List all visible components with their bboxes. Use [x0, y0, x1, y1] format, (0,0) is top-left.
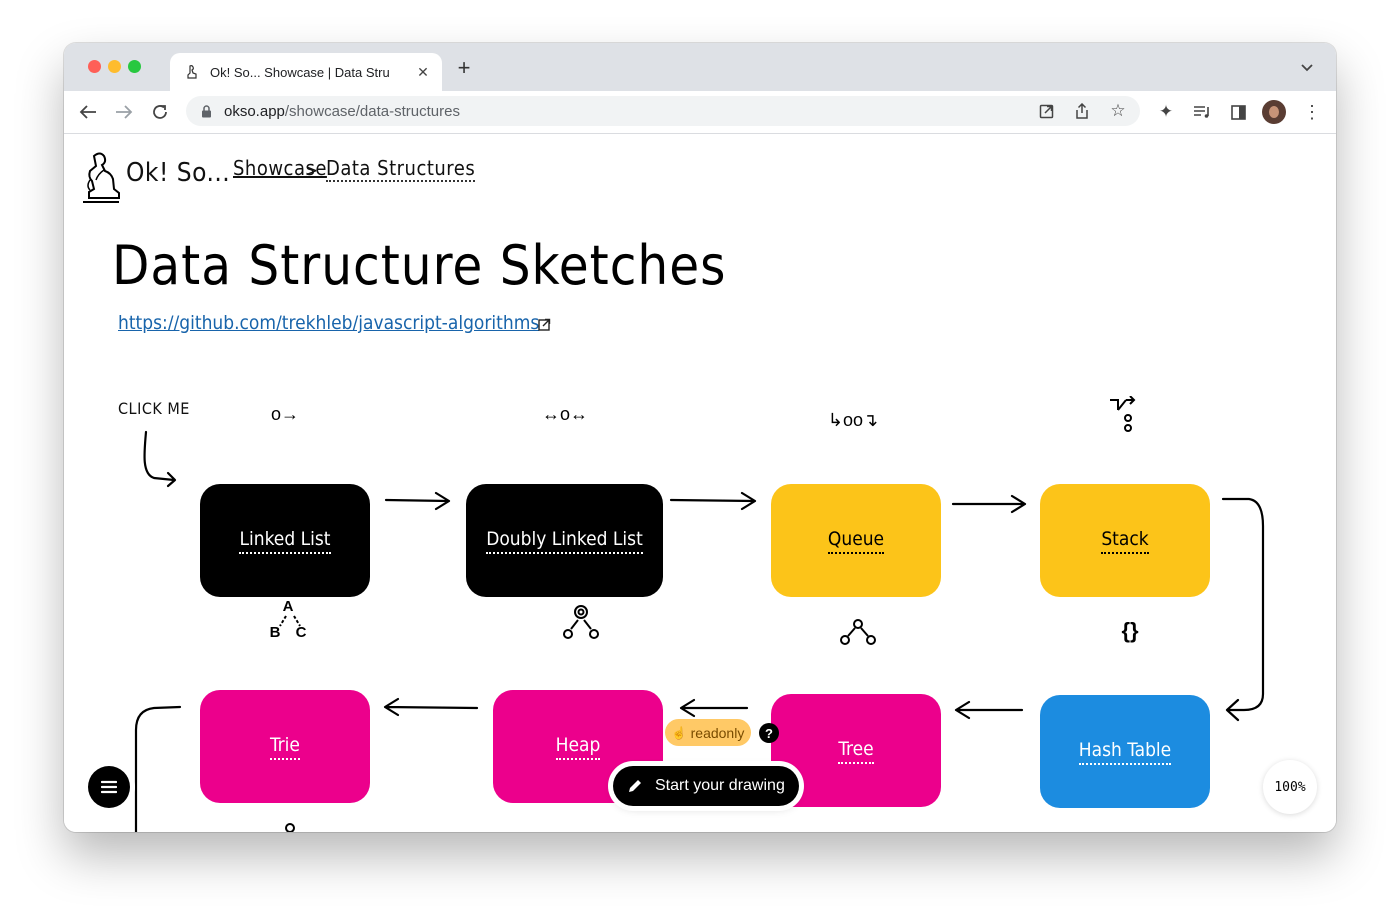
hash-table-symbol: {}: [1121, 618, 1139, 643]
arrow-trie-to-next: [134, 705, 182, 832]
trie-symbol-left: B: [269, 624, 281, 641]
click-me-arrow: [143, 430, 177, 488]
page-title: Data Structure Sketches: [112, 234, 727, 297]
browser-toolbar: okso.app/showcase/data-structures ☆ ✦ ⋮: [64, 91, 1336, 134]
breadcrumb-separator: >: [305, 161, 319, 181]
arrow-linkedlist-to-doubly: [384, 491, 451, 511]
share-icon[interactable]: [1074, 103, 1090, 119]
favicon-thinker-icon: [187, 65, 197, 79]
node-hash-table[interactable]: Hash Table: [1040, 695, 1210, 808]
hand-pointer-icon: ☝: [671, 725, 687, 740]
node-doubly-linked-list[interactable]: Doubly Linked List: [466, 484, 663, 597]
node-linked-list[interactable]: Linked List: [200, 484, 370, 597]
queue-symbol: ↳oo↴: [827, 410, 879, 430]
extensions-icon[interactable]: ✦: [1158, 102, 1174, 121]
media-control-icon[interactable]: [1192, 102, 1212, 122]
arrow-hashtable-to-tree: [954, 700, 1024, 720]
node-hash-table-label: Hash Table: [1078, 739, 1172, 765]
page-content: Ok! So... Showcase > Data Structures Dat…: [64, 134, 1336, 832]
address-bar[interactable]: okso.app/showcase/data-structures ☆: [186, 96, 1140, 126]
tab-search-chevron-icon[interactable]: [1300, 61, 1314, 75]
help-button[interactable]: ?: [759, 723, 779, 743]
node-linked-list-label: Linked List: [239, 528, 331, 554]
arrow-heap-to-trie: [383, 697, 479, 717]
click-me-hint: click me: [118, 399, 190, 418]
close-tab-icon[interactable]: ✕: [417, 63, 429, 80]
url-path: /showcase/data-structures: [284, 103, 460, 120]
browser-tab[interactable]: Ok! So... Showcase | Data Stru ✕: [170, 53, 442, 91]
zoom-level-button[interactable]: 100%: [1263, 760, 1317, 814]
breadcrumb-current: Data Structures: [326, 156, 476, 182]
menu-button[interactable]: [88, 766, 130, 808]
readonly-label: readonly: [690, 724, 745, 741]
new-tab-icon[interactable]: +: [457, 55, 471, 80]
reload-icon[interactable]: [150, 102, 170, 122]
bookmark-star-icon[interactable]: ☆: [1110, 101, 1126, 120]
url-host: okso.app: [224, 103, 285, 120]
external-link-icon[interactable]: [538, 318, 551, 331]
browser-menu-icon[interactable]: ⋮: [1303, 101, 1321, 122]
arrow-stack-to-hashtable: [1221, 497, 1265, 722]
trie-branches: [279, 615, 301, 627]
node-trie-label: Trie: [270, 734, 300, 760]
tab-title: Ok! So... Showcase | Data Stru: [210, 65, 390, 80]
flow-arrows: [134, 430, 1265, 832]
logo-text[interactable]: Ok! So...: [126, 158, 231, 188]
avatar-face: [1269, 106, 1279, 118]
heap-icon: [563, 605, 599, 639]
minimize-window-button[interactable]: [108, 60, 121, 73]
readonly-badge[interactable]: ☝ readonly: [665, 719, 751, 746]
node-tree[interactable]: Tree: [771, 694, 941, 807]
arrow-doubly-to-queue: [669, 491, 757, 511]
thinker-logo-icon[interactable]: [80, 150, 122, 206]
open-in-app-icon[interactable]: [1038, 103, 1054, 119]
arrow-tree-to-heap: [679, 698, 749, 718]
side-panel-icon[interactable]: [1228, 102, 1248, 122]
url-text: okso.app/showcase/data-structures: [224, 103, 460, 120]
breadcrumb-showcase-link[interactable]: Showcase: [233, 156, 327, 180]
node-queue-label: Queue: [827, 528, 885, 554]
hamburger-icon: [101, 780, 117, 794]
arrow-queue-to-stack: [951, 494, 1027, 514]
close-window-button[interactable]: [88, 60, 101, 73]
trie-symbol-top: A: [282, 598, 294, 615]
repo-link[interactable]: https://github.com/trekhleb/javascript-a…: [118, 312, 540, 334]
node-tree-label: Tree: [838, 738, 874, 764]
profile-avatar[interactable]: [1262, 100, 1286, 124]
tab-bar: Ok! So... Showcase | Data Stru ✕ +: [64, 43, 1336, 91]
tree-icon: [840, 619, 876, 645]
node-doubly-linked-list-label: Doubly Linked List: [486, 528, 643, 554]
node-stack[interactable]: Stack: [1040, 484, 1210, 597]
start-drawing-button[interactable]: Start your drawing: [613, 766, 799, 806]
next-node-hint: [285, 823, 295, 832]
doubly-linked-list-symbol: ↔o↔: [541, 404, 588, 424]
node-trie[interactable]: Trie: [200, 690, 370, 803]
node-heap-label: Heap: [555, 734, 601, 760]
forward-icon[interactable]: [114, 102, 134, 122]
browser-window: Ok! So... Showcase | Data Stru ✕ + okso.…: [64, 43, 1336, 832]
stack-icon: [1110, 396, 1136, 432]
back-icon[interactable]: [78, 102, 98, 122]
pencil-icon: [629, 780, 641, 792]
linked-list-symbol: o→: [270, 404, 299, 424]
node-stack-label: Stack: [1101, 528, 1149, 554]
start-drawing-label: Start your drawing: [655, 777, 785, 794]
node-queue[interactable]: Queue: [771, 484, 941, 597]
maximize-window-button[interactable]: [128, 60, 141, 73]
lock-icon[interactable]: [200, 104, 212, 118]
trie-symbol-right: C: [295, 624, 307, 641]
